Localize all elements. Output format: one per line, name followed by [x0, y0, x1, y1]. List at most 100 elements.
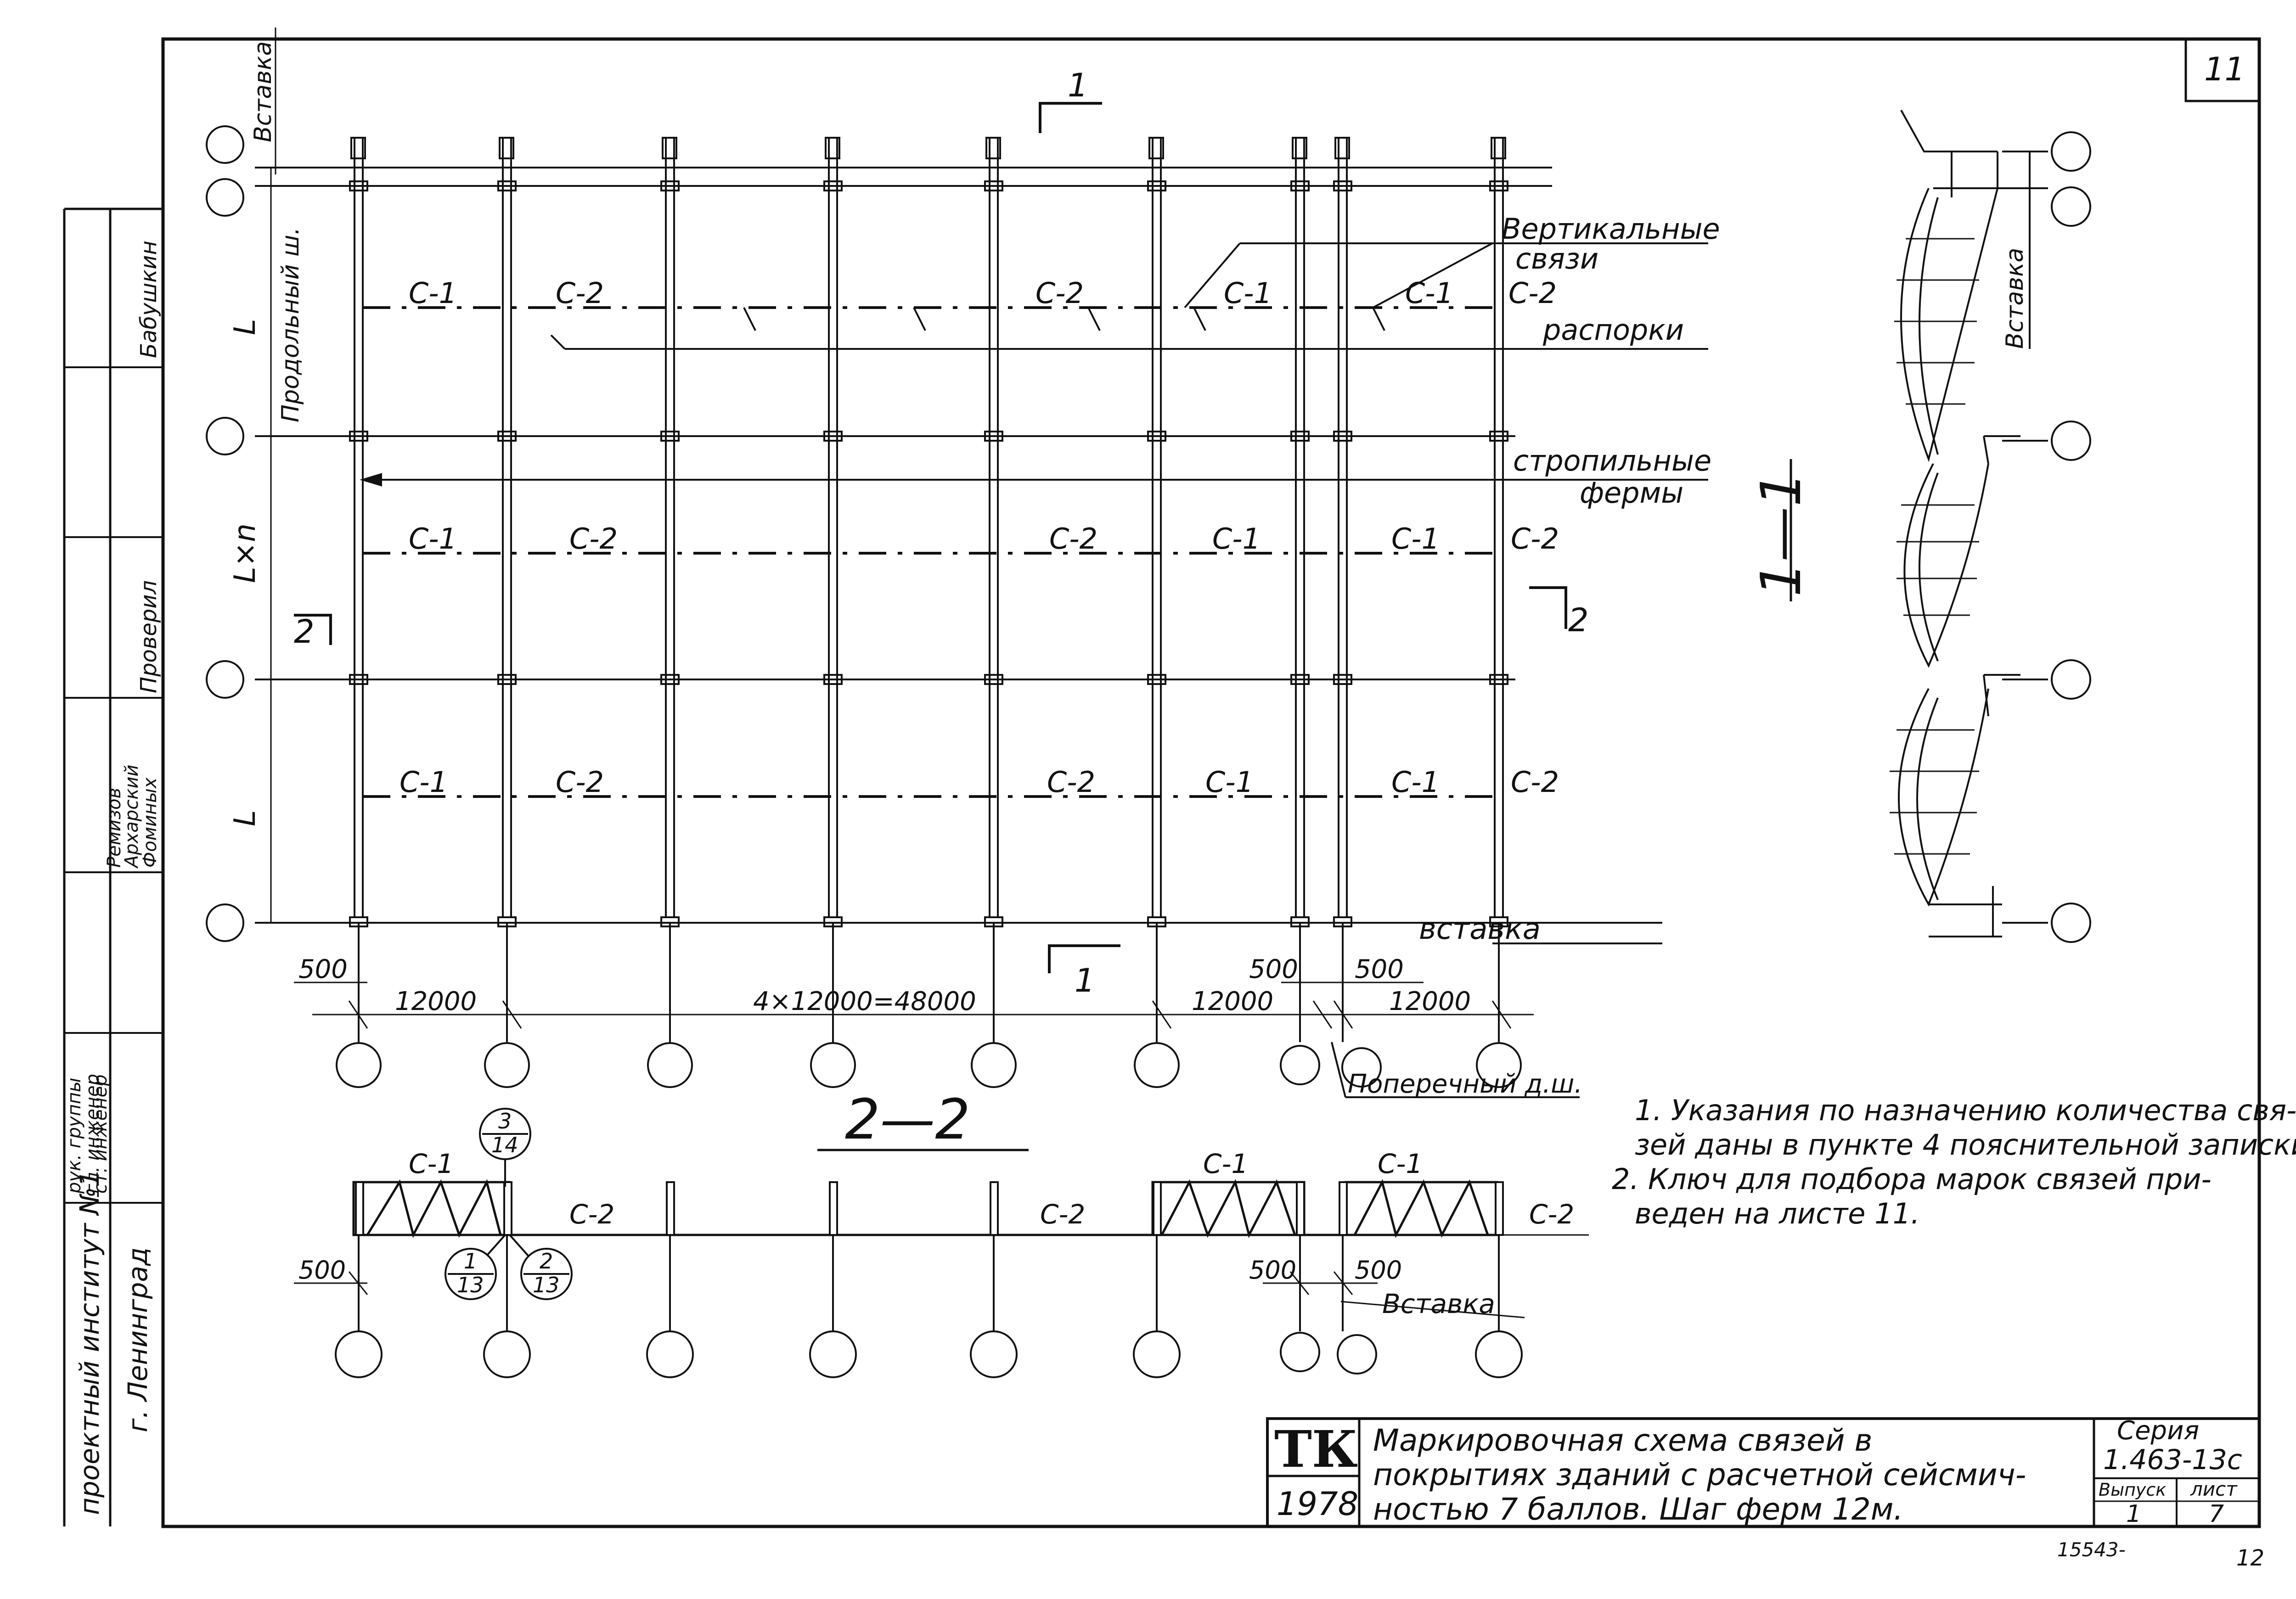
section-2-2-label: 2—2 — [845, 1088, 970, 1152]
cut-1-bottom-mark: 1 — [1075, 962, 1095, 999]
section-2-2: 2—2 C-1 C-2 C-2 C-1 C-1 C-2 — [294, 1088, 1589, 1378]
s2-c2-b: C-2 — [1040, 1199, 1085, 1230]
tie-label: C-2 — [569, 522, 618, 555]
insert-top-label: Вставка — [249, 41, 277, 142]
span-label-top: L — [228, 319, 262, 335]
truss-column — [1290, 138, 1310, 927]
tie-label: C-2 — [556, 276, 604, 310]
tie-label: C-1 — [1224, 276, 1272, 310]
section-2-2-axis-bubbles — [335, 1235, 1523, 1378]
dimension-chain — [294, 982, 1534, 1029]
checker-name: Бабушкин — [136, 241, 162, 358]
callout-top-number: 3 — [498, 1109, 512, 1133]
detail-callout-right — [509, 1234, 573, 1300]
row-axis-bubbles — [206, 125, 244, 942]
title-year: 1978 — [1277, 1485, 1358, 1523]
vertical-ties-label-2: связи — [1515, 242, 1598, 275]
callout-right-sheet: 13 — [533, 1273, 560, 1297]
role-group-head: рук. группы — [64, 1077, 85, 1194]
truss-column — [1147, 138, 1166, 927]
span-label-bottom: L — [228, 810, 262, 826]
s2-dim-500-mid1: 500 — [1249, 1256, 1296, 1285]
section-1-1-axis-bubbles — [2002, 131, 2091, 943]
cut-2-right-mark: 2 — [1568, 601, 1589, 639]
sheet-frame: 11 15543- 12 — [161, 37, 2264, 1571]
vertical-ties-label-1: Вертикальные — [1502, 212, 1720, 246]
issue-value: 1 — [2126, 1500, 2141, 1528]
s2-c2-a: C-2 — [569, 1199, 614, 1230]
sheet-label: лист — [2190, 1478, 2238, 1500]
callout-right-number: 2 — [540, 1249, 553, 1274]
column-axis-bubbles — [336, 923, 1580, 1098]
cut-2-left-mark: 2 — [294, 613, 315, 651]
tie-label: C-2 — [1035, 276, 1084, 310]
general-notes: 1. Указания по назначению количества свя… — [1612, 1094, 2296, 1230]
tie-label: C-1 — [409, 522, 457, 555]
page-number: 12 — [2236, 1545, 2264, 1571]
note-line-3: 2. Ключ для подбора марок связей при- — [1612, 1162, 2212, 1196]
s2-insert-label: Вставка — [1382, 1288, 1495, 1319]
tie-label: C-2 — [1049, 522, 1097, 555]
legend-leaders — [360, 242, 1708, 944]
s2-c1-left: C-1 — [409, 1148, 454, 1179]
cut-1-top-mark: 1 — [1068, 67, 1088, 104]
callout-left-number: 1 — [464, 1249, 477, 1274]
tie-lines — [363, 306, 1495, 798]
institute-name: проектный институт №1 — [74, 1170, 105, 1515]
title-line-2: покрытиях зданий с расчетной сейсмич- — [1373, 1457, 2026, 1492]
truss-column — [1333, 138, 1352, 927]
section-1-1: 1—1 — [1750, 110, 2091, 943]
dim-12000-b: 12000 — [1192, 987, 1273, 1016]
dim-12000-c: 12000 — [1389, 987, 1471, 1016]
s2-dim-500-mid2: 500 — [1355, 1256, 1402, 1285]
tie-label: C-2 — [1508, 276, 1557, 310]
tie-label: C-1 — [1391, 765, 1440, 799]
longitudinal-joint-label: Продольный ш. — [277, 227, 304, 422]
truss-columns — [349, 137, 1508, 927]
truss-column — [349, 138, 368, 927]
s2-c2-right: C-2 — [1529, 1199, 1574, 1230]
roof-tie-plan: L L×n L Вставка Продольный ш. — [206, 28, 1720, 1099]
trusses-label-2: фермы — [1580, 476, 1683, 510]
role-chief-engineer: гл. инженер — [82, 1074, 103, 1194]
issue-label: Выпуск — [2099, 1480, 2166, 1500]
tie-label: C-1 — [1391, 522, 1440, 555]
section-1-1-label: 1—1 — [1750, 471, 1813, 597]
name-fominykh: Фоминых — [140, 777, 161, 868]
truss-column — [497, 138, 517, 927]
tie-label: C-2 — [1047, 765, 1095, 799]
name-arkharsky: Архарский — [121, 765, 142, 869]
role-senior-engineer: ст. инженер — [90, 1074, 111, 1194]
side-stamp: проектный институт №1 г. Ленинград гл. и… — [63, 208, 163, 1526]
dim-500-mid2: 500 — [1355, 954, 1404, 984]
title-block — [1266, 1417, 2261, 1528]
tie-label: C-1 — [1405, 276, 1453, 310]
s2-c1-mid: C-1 — [1203, 1148, 1248, 1179]
dim-12000-a: 12000 — [395, 987, 477, 1016]
truss-column — [1489, 138, 1508, 927]
callout-left-sheet: 13 — [457, 1273, 484, 1297]
tie-label: C-1 — [1212, 522, 1261, 555]
sheet-number: 11 — [2204, 50, 2245, 88]
detail-callout-left — [445, 1234, 506, 1300]
dim-500-left: 500 — [298, 954, 348, 984]
check-label: Проверил — [136, 580, 162, 693]
truss-column — [984, 138, 1003, 927]
series-value: 1.463-13с — [2103, 1444, 2242, 1476]
tie-label: C-2 — [1511, 765, 1559, 799]
dim-500-mid1: 500 — [1249, 954, 1298, 984]
s2-c1-right: C-1 — [1378, 1148, 1423, 1179]
span-label-mid: L×n — [228, 523, 262, 583]
section-1-1-insert-label: Вставка — [2001, 248, 2029, 349]
tie-label: C-1 — [400, 765, 448, 799]
title-line-3: ностью 7 баллов. Шаг ферм 12м. — [1373, 1492, 1903, 1527]
callout-top-sheet: 14 — [491, 1133, 518, 1157]
insert-bottom-label: вставка — [1419, 912, 1541, 946]
title-line-1: Маркировочная схема связей в — [1373, 1423, 1872, 1458]
tie-labels-row-2: C-1 C-2 C-2 C-1 C-1 C-2 — [409, 522, 1559, 555]
truss-column — [823, 138, 843, 927]
sheet-value: 7 — [2209, 1500, 2224, 1528]
struts-label: распорки — [1542, 313, 1684, 347]
note-line-4: веден на листе 11. — [1635, 1197, 1920, 1230]
